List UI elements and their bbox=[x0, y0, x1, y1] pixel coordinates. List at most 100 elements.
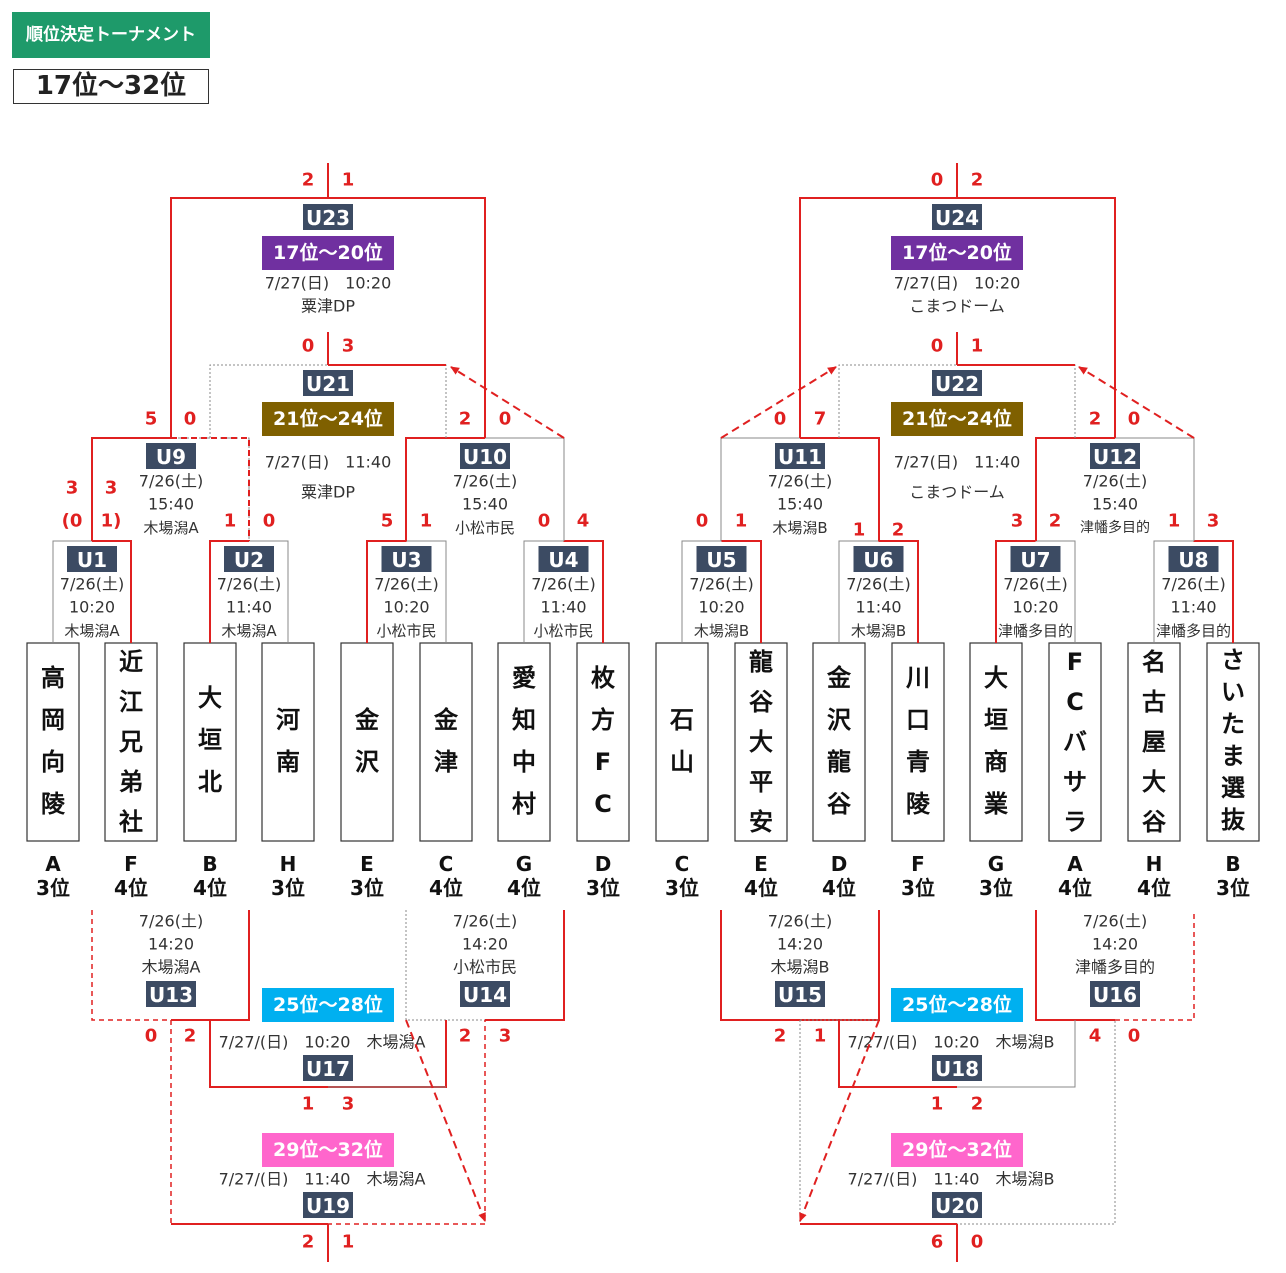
team-rank: 3位 bbox=[665, 876, 699, 900]
match-info: 7/26(土) bbox=[1083, 912, 1147, 931]
match-venue: 粟津DP bbox=[301, 483, 355, 502]
match-venue: 津幡多目的 bbox=[998, 622, 1073, 640]
match-venue: 木場潟B bbox=[772, 519, 827, 537]
match-id-tag bbox=[1168, 546, 1219, 572]
score-left: 2 bbox=[774, 1026, 787, 1047]
rank-label-box bbox=[891, 988, 1023, 1022]
score-right: 2 bbox=[971, 170, 984, 191]
team-name-char: 谷 bbox=[749, 688, 774, 716]
team-box bbox=[969, 642, 1023, 842]
match-id-tag bbox=[932, 370, 982, 396]
team-name-char: 中 bbox=[512, 748, 536, 776]
team-name-char: 津 bbox=[434, 748, 458, 776]
rank-label-box bbox=[891, 236, 1023, 270]
score-left: 0 bbox=[302, 336, 315, 357]
team-name-char: 社 bbox=[119, 808, 143, 836]
team-group: B bbox=[1225, 852, 1240, 876]
rank-label-box bbox=[891, 402, 1023, 436]
team-name-char: 知 bbox=[512, 706, 536, 734]
match-info: 7/26(土) bbox=[1083, 472, 1147, 491]
u10-loser-arrow bbox=[450, 366, 565, 439]
score-right: 0 bbox=[263, 511, 276, 532]
match-id: U13 bbox=[149, 983, 193, 1007]
team-group: E bbox=[360, 852, 374, 876]
team-rank: 3位 bbox=[901, 876, 935, 900]
score-right: 4 bbox=[577, 511, 590, 532]
match-info: 7/27(日) 11:40 bbox=[894, 453, 1021, 472]
team-box bbox=[340, 642, 394, 842]
match-info: 14:20 bbox=[1092, 935, 1138, 954]
team-name-char: 龍 bbox=[827, 748, 851, 776]
r2-winner-line bbox=[800, 437, 880, 541]
u11-loser-arrow bbox=[720, 366, 837, 439]
team-name-char: 山 bbox=[670, 748, 694, 776]
match-id-tag bbox=[932, 204, 982, 230]
team-name-char: F bbox=[1067, 648, 1083, 676]
score-left: 0 bbox=[538, 511, 551, 532]
match-id-tag bbox=[775, 443, 825, 469]
match-venue: 木場潟B bbox=[851, 622, 906, 640]
rank-label-box bbox=[262, 988, 394, 1022]
team-rank: 3位 bbox=[586, 876, 620, 900]
match-venue: 木場潟A bbox=[221, 622, 277, 640]
team-rank: 4位 bbox=[1137, 876, 1171, 900]
u22-bracket bbox=[838, 364, 1076, 438]
team-group: E bbox=[754, 852, 768, 876]
match-info: 11:40 bbox=[1170, 598, 1216, 617]
match-info: 11:40 bbox=[855, 598, 901, 617]
team-name-char: C bbox=[1066, 688, 1084, 716]
r2-loser-line bbox=[171, 437, 250, 541]
team-name-char: さ bbox=[1221, 646, 1245, 674]
team-name-char: 方 bbox=[591, 706, 615, 734]
match-id: U21 bbox=[306, 372, 350, 396]
team-rank: 3位 bbox=[350, 876, 384, 900]
team-rank: 4位 bbox=[114, 876, 148, 900]
team-name-char: 枚 bbox=[591, 664, 615, 692]
team-name-char: 口 bbox=[906, 706, 930, 734]
match-info: 15:40 bbox=[777, 495, 823, 514]
team-name-char: ラ bbox=[1063, 808, 1087, 836]
team-name-char: 愛 bbox=[512, 664, 536, 692]
match-venue: 小松市民 bbox=[455, 519, 515, 537]
match-id-tag bbox=[303, 204, 353, 230]
match-info: 木場潟B bbox=[771, 958, 830, 977]
team-box bbox=[183, 642, 237, 842]
team-group: G bbox=[516, 852, 532, 876]
r1-winner-line bbox=[995, 540, 1036, 643]
match-id: U1 bbox=[77, 548, 107, 572]
match-info: 7/27/(日) 11:40 木場潟B bbox=[848, 1170, 1055, 1189]
score-right: 1 bbox=[735, 511, 748, 532]
match-id-tag bbox=[1010, 546, 1061, 572]
score-right: 1 bbox=[342, 170, 355, 191]
match-id-tag bbox=[1090, 443, 1140, 469]
match-info: 14:20 bbox=[462, 935, 508, 954]
match-info: 10:20 bbox=[1012, 598, 1058, 617]
score-left: 4 bbox=[1089, 1026, 1102, 1047]
match-info: 14:20 bbox=[148, 935, 194, 954]
team-name-char: 商 bbox=[984, 748, 1008, 776]
score-left: 3 bbox=[66, 478, 79, 499]
score-left: 5 bbox=[145, 409, 158, 430]
team-name-char: ま bbox=[1221, 742, 1245, 770]
r1-winner-line bbox=[1193, 540, 1234, 643]
rank-label-box bbox=[891, 1133, 1023, 1167]
team-box bbox=[104, 642, 158, 842]
score-left: 2 bbox=[459, 409, 472, 430]
match-id: U11 bbox=[778, 445, 822, 469]
team-name-char: サ bbox=[1063, 768, 1087, 796]
score-right: 1 bbox=[814, 1026, 827, 1047]
team-name-char: 陵 bbox=[906, 790, 931, 818]
match-id: U15 bbox=[778, 983, 822, 1007]
team-name-char: 業 bbox=[984, 790, 1008, 818]
score-right: 7 bbox=[814, 409, 827, 430]
match-info: 7/26(土) bbox=[139, 472, 203, 491]
team-name-char: 金 bbox=[433, 706, 459, 734]
team-name-char: 川 bbox=[906, 664, 930, 692]
team-rank: 4位 bbox=[193, 876, 227, 900]
score-right: 0 bbox=[1128, 409, 1141, 430]
match-id-tag bbox=[146, 443, 196, 469]
match-id: U22 bbox=[935, 372, 979, 396]
score-left: 3 bbox=[1011, 511, 1024, 532]
score-left: 1 bbox=[224, 511, 237, 532]
match-info: 7/27(日) 10:20 bbox=[265, 274, 392, 293]
